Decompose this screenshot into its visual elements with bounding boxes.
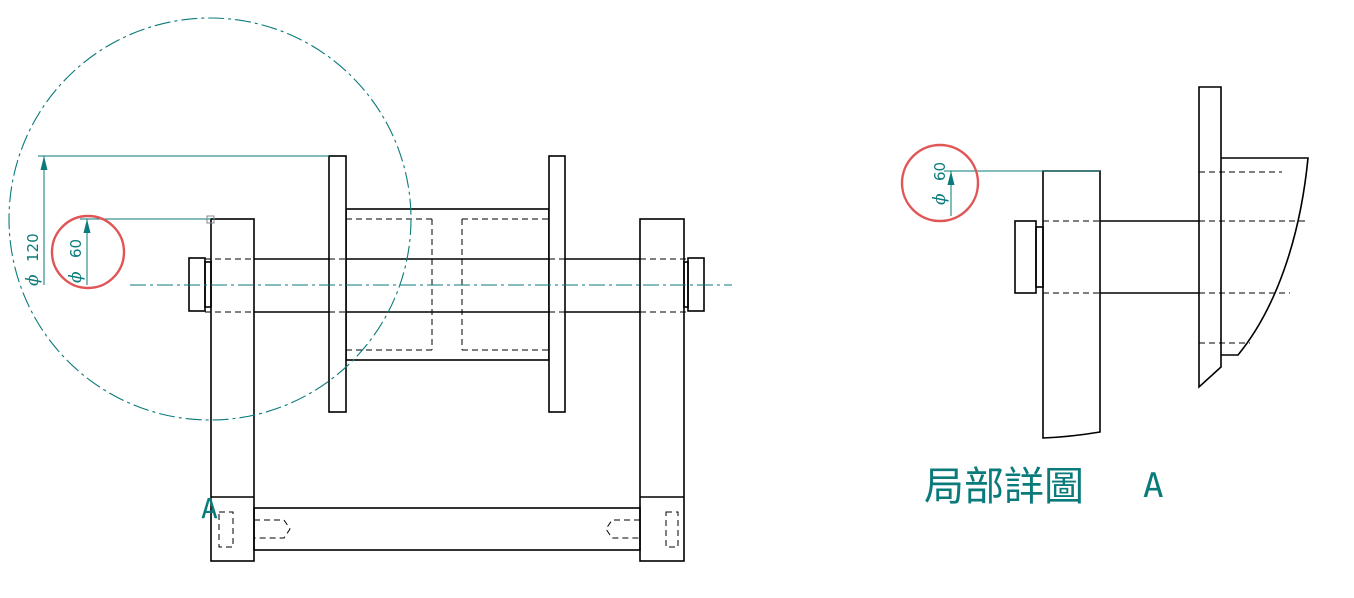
right-flange [548,155,566,413]
detail-view: ϕ 60 局部詳圖 A [900,86,1309,510]
left-flange [328,155,347,413]
detail-end-cap-neck [1035,226,1044,288]
dimension-diameter-60: ϕ 60 [66,215,215,285]
detail-circle-a [8,17,412,421]
detail-flange-plate [1198,86,1222,389]
main-view: ϕ 120 ϕ 60 A [8,17,732,562]
hidden-bore-lines [205,218,688,351]
detail-caption-letter: A [1143,466,1163,506]
dim-120-value: 120 [24,233,42,262]
detail-upright [1042,170,1101,439]
dim-grip-handle[interactable] [206,215,215,224]
detail-dim-symbol: ϕ [930,193,950,205]
highlight-circle-detail [900,143,980,223]
detail-hidden-lines [1043,171,1308,344]
highlight-circle-main [50,214,126,290]
detail-dimension-diameter-60: ϕ 60 [930,162,1100,216]
right-upright [639,218,685,562]
dim-60-symbol: ϕ [66,271,86,283]
base-hidden-bolts [218,511,679,548]
left-upright [210,218,255,562]
dimension-diameter-120: ϕ 120 [23,155,329,286]
detail-end-cap [1014,220,1037,294]
detail-dim-value: 60 [931,162,949,181]
detail-drum-section [1221,157,1309,356]
dim-60-value: 60 [67,239,85,258]
base-crossbar [253,507,641,551]
dim-120-symbol: ϕ [23,274,43,286]
detail-caption: 局部詳圖 [924,464,1084,510]
detail-label-a: A [201,492,218,525]
